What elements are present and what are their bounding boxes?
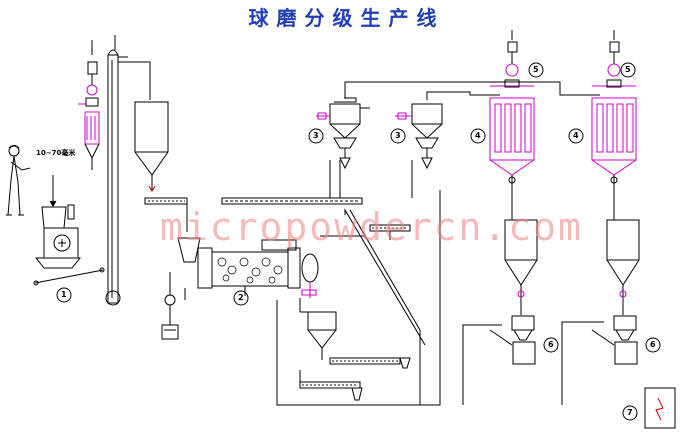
classifier-a — [316, 97, 370, 170]
label-6b: 6 — [650, 340, 656, 349]
crusher — [34, 204, 82, 269]
watermark: micropowdercn.com — [160, 205, 583, 249]
mill-outlet-line — [276, 190, 441, 406]
label-7: 7 — [627, 408, 633, 417]
feed-size-label: 10~70毫米 — [36, 149, 76, 157]
label-3a: 3 — [313, 131, 319, 140]
air-duct-main — [344, 81, 600, 98]
label-5b: 5 — [625, 65, 631, 74]
bucket-elevator — [105, 35, 151, 306]
control-cabinet — [644, 387, 676, 429]
mill-pump — [161, 272, 179, 340]
product-silo-a — [504, 175, 538, 315]
bag-filter-a — [489, 85, 535, 176]
label-2: 2 — [238, 293, 244, 302]
screw-feeder — [144, 197, 188, 232]
ball-mill — [177, 237, 319, 300]
label-6a: 6 — [548, 340, 554, 349]
label-4b: 4 — [573, 131, 579, 140]
bag-filter-b — [591, 85, 637, 176]
feed-belt — [34, 269, 104, 284]
packer-a — [489, 315, 536, 365]
lower-screw-conveyor-2 — [299, 370, 363, 401]
label-5a: 5 — [533, 65, 539, 74]
lower-screw-conveyor-1 — [329, 357, 411, 369]
left-dust-collector — [78, 40, 100, 170]
label-4a: 4 — [475, 131, 481, 140]
return-line-a — [462, 324, 502, 405]
top-screw-conveyor — [221, 160, 413, 205]
return-line-b — [561, 321, 604, 405]
label-3b: 3 — [395, 131, 401, 140]
packer-b — [591, 315, 638, 365]
diagram-title: 球磨分级生产线 — [248, 6, 445, 30]
fan-a — [504, 30, 520, 88]
operator-figure — [6, 145, 31, 216]
feed-silo — [134, 101, 169, 192]
label-1: 1 — [61, 290, 67, 299]
return-screw-conveyor — [369, 224, 411, 240]
secondary-hopper — [299, 298, 337, 360]
product-silo-b — [606, 175, 640, 315]
fan-b — [606, 30, 622, 88]
classifier-b — [395, 103, 443, 170]
